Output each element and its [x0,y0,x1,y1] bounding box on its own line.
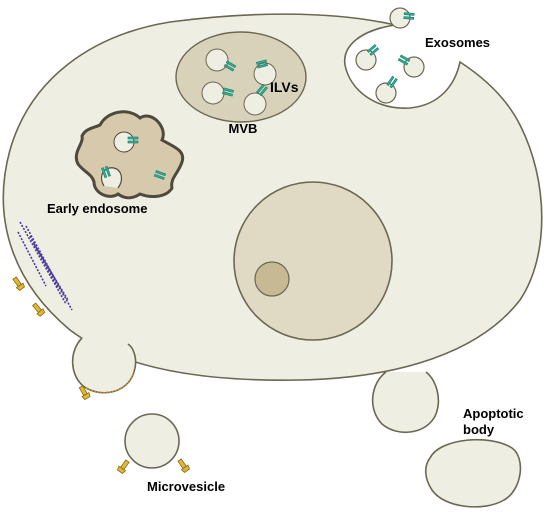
receptor-icon [153,170,167,180]
receptor-icon [397,54,411,66]
budding-bleb [71,337,137,394]
membrane-dots [85,371,135,394]
label-exosomes: Exosomes [425,35,490,50]
receptor-icon [222,87,234,97]
endosome-invagination [101,167,123,189]
receptor-icon [366,44,380,56]
nucleus [233,181,393,341]
label-mvb: MVB [229,121,258,136]
label-microvesicle: Microvesicle [147,479,225,494]
receptor-group [101,12,415,180]
receptor-icon [256,59,268,69]
apoptotic-bleb [371,371,440,433]
microvesicle [124,413,180,469]
label-apoptotic-line2: body [463,422,495,437]
apoptotic-body [424,438,522,508]
transmembrane-protein-icon [117,459,130,474]
ilv [205,48,229,72]
receptor-icon [403,12,415,20]
actin-filament-icon [17,221,73,311]
transmembrane-protein-icon [78,385,91,401]
ilv [253,62,277,86]
nucleolus [254,261,290,297]
exosome [375,82,397,104]
ilv [201,81,225,105]
transmembrane-protein-group [12,276,190,474]
ilv [243,92,267,116]
transmembrane-protein-icon [12,276,25,291]
label-ilvs: ILVs [270,79,299,95]
receptor-icon [256,83,268,97]
transmembrane-protein-icon [32,302,46,317]
receptor-icon [127,136,139,144]
receptor-icon [386,75,398,89]
label-apoptotic-line1: Apoptotic [463,406,524,421]
exosome [403,56,425,78]
transmembrane-protein-icon [177,458,190,473]
mvb [175,31,307,123]
receptor-icon [101,165,111,179]
receptor-icon [223,60,237,72]
label-early-endosome: Early endosome [47,201,147,216]
